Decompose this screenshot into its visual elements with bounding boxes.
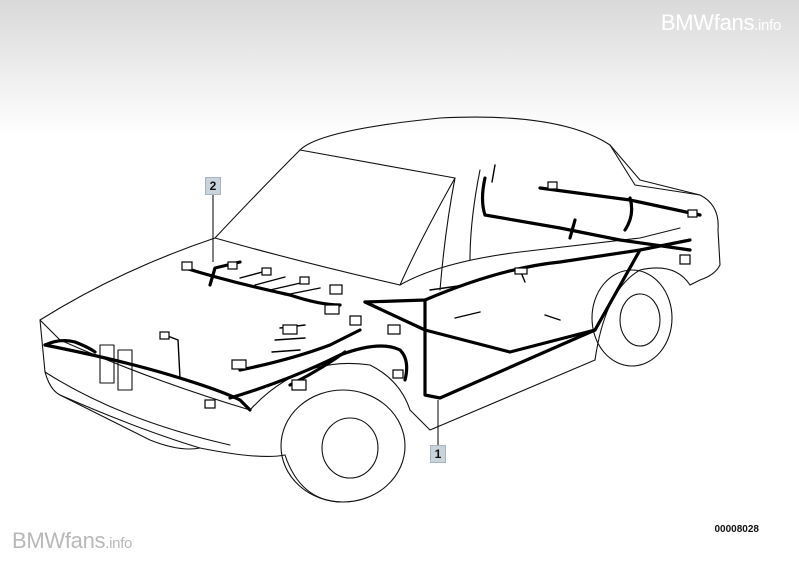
main-harness bbox=[43, 176, 702, 412]
callout-leaders bbox=[212, 194, 439, 445]
watermark-suffix: .info bbox=[105, 535, 133, 552]
watermark-suffix: .info bbox=[754, 17, 781, 34]
watermark-top: BMWfans.info bbox=[661, 10, 781, 36]
part-number: 00008028 bbox=[714, 524, 760, 535]
callout-1: 1 bbox=[430, 445, 446, 463]
harness-connectors bbox=[159, 181, 698, 409]
callout-2: 2 bbox=[205, 177, 221, 195]
harness-branches bbox=[164, 164, 561, 379]
car-body-outline bbox=[39, 116, 721, 503]
watermark-brand: BMWfans bbox=[660, 10, 755, 35]
watermark-brand: BMWfans bbox=[12, 528, 106, 553]
header-gradient bbox=[0, 0, 799, 135]
watermark-bottom: BMWfans.info bbox=[12, 528, 132, 554]
